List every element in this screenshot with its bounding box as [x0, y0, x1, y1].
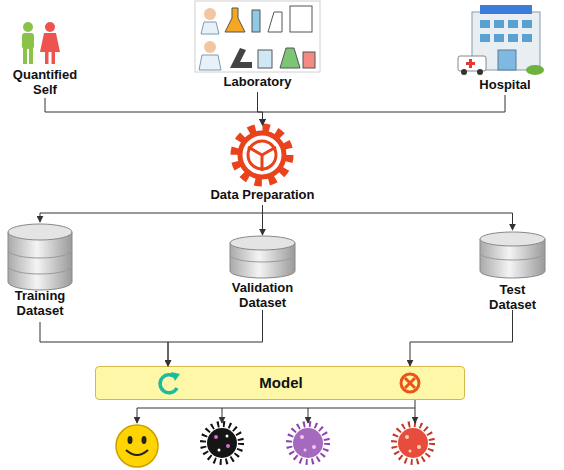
hospital-illustration: [458, 5, 544, 75]
virus-icon: [289, 424, 327, 462]
flow-arrow: [258, 92, 263, 125]
node-label: Test Dataset: [483, 283, 543, 312]
source-label: Hospital: [455, 0, 555, 95]
flow-arrow: [40, 205, 263, 222]
model-box: Model: [95, 366, 465, 400]
model-label: Model: [96, 375, 466, 392]
outcome-wires: [137, 400, 415, 423]
flow-arrow: [168, 310, 263, 366]
node-label: Data Preparation: [195, 188, 330, 203]
node-label: Laboratory: [195, 75, 320, 90]
dataset-cylinder: Validation Dataset: [215, 235, 310, 310]
flow-arrow: [263, 95, 506, 125]
people-icon: [22, 22, 60, 64]
source-label: Quantified Self: [0, 15, 90, 98]
source-label: Laboratory: [195, 0, 320, 92]
dataset-cylinder: Training Dataset: [0, 222, 80, 322]
virus-icon: [394, 424, 432, 462]
node-label: Validation Dataset: [215, 281, 310, 310]
dataset-cylinder: Test Dataset: [465, 230, 560, 310]
flow-arrow: [262, 205, 263, 235]
flow-arrow: [45, 98, 263, 125]
flow-arrow: [410, 310, 513, 366]
database-cylinder: [8, 224, 72, 290]
smiley-icon: [116, 425, 158, 467]
laboratory-illustration: [195, 1, 320, 72]
database-cylinder: [230, 236, 295, 278]
node-label: Hospital: [455, 78, 555, 93]
virus-icon: [203, 424, 241, 462]
gear-icon: [235, 128, 289, 182]
flow-arrow: [40, 322, 168, 366]
node-label: Training Dataset: [0, 289, 80, 318]
process-gear: Data Preparation: [195, 125, 330, 205]
node-label: Quantified Self: [0, 68, 90, 97]
flow-arrow: [263, 205, 513, 230]
database-cylinder: [480, 232, 545, 278]
